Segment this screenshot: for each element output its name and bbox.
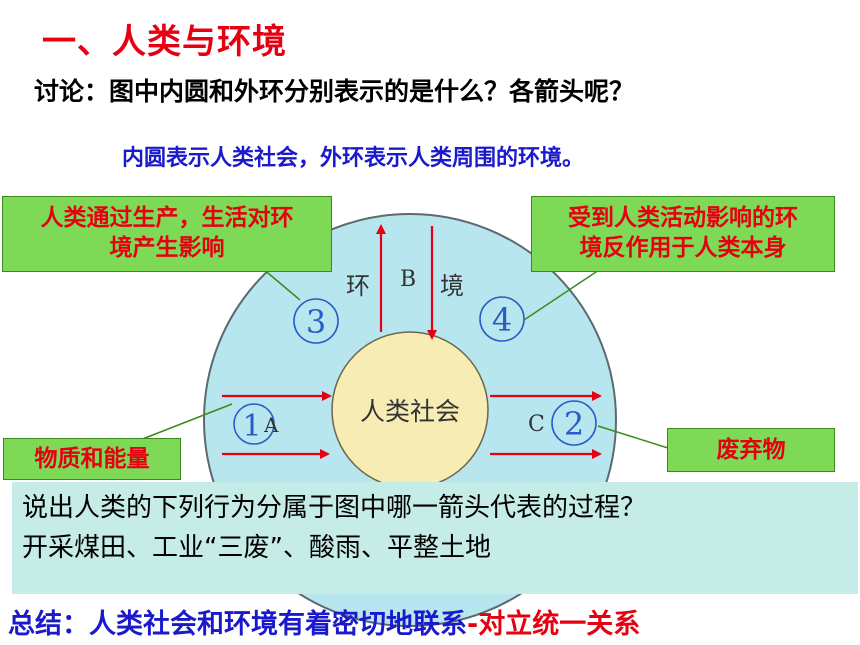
exercise-panel: 说出人类的下列行为分属于图中哪一箭头代表的过程？ 开采煤田、工业“三废”、酸雨、… bbox=[12, 482, 858, 594]
answer-text: 内圆表示人类社会，外环表示人类周围的环境。 bbox=[122, 146, 585, 171]
exercise-question: 说出人类的下列行为分属于图中哪一箭头代表的过程？ bbox=[22, 493, 647, 523]
pointer-bottom-left bbox=[139, 403, 233, 441]
callout-environment-feedback-line2: 境反作用于人类本身 bbox=[579, 235, 787, 261]
inner-circle-label: 人类社会 bbox=[360, 397, 460, 426]
summary-suffix: 对立统一关系 bbox=[478, 609, 641, 640]
summary: 总结：人类社会和环境有着密切地联系-对立统一关系 bbox=[8, 602, 640, 641]
circle-number-4: 4 bbox=[492, 301, 512, 339]
circle-number-3: 3 bbox=[306, 303, 326, 341]
callout-human-impact-line2: 境产生影响 bbox=[109, 235, 225, 261]
section-title: 一、人类与环境 bbox=[42, 22, 287, 62]
exercise-items: 开采煤田、工业“三废”、酸雨、平整土地 bbox=[22, 533, 491, 563]
circle-number-2: 2 bbox=[564, 405, 584, 443]
circle-number-4-ring bbox=[479, 296, 525, 342]
callout-environment-feedback: 受到人类活动影响的环 境反作用于人类本身 bbox=[531, 196, 835, 272]
callout-waste: 废弃物 bbox=[667, 428, 835, 472]
arrow-label-b: B bbox=[400, 267, 416, 292]
callout-matter-energy: 物质和能量 bbox=[3, 438, 181, 480]
pointer-bottom-right bbox=[597, 425, 669, 449]
callout-environment-feedback-line1: 受到人类活动影响的环 bbox=[568, 205, 798, 231]
circle-number-3-ring bbox=[293, 298, 339, 344]
summary-prefix: 总结：人类社会和环境有着密切地联系 bbox=[8, 609, 467, 640]
ring-label-right: 境 bbox=[440, 272, 464, 300]
pointer-top-left bbox=[261, 267, 301, 301]
summary-dash: - bbox=[467, 609, 479, 640]
arrow-label-a: A bbox=[263, 413, 279, 437]
pointer-top-right bbox=[523, 267, 603, 321]
circle-number-1-ring bbox=[233, 403, 275, 445]
callout-human-impact: 人类通过生产，生活对环 境产生影响 bbox=[2, 196, 332, 272]
ring-label-left: 环 bbox=[346, 272, 370, 300]
callout-human-impact-line1: 人类通过生产，生活对环 bbox=[40, 205, 294, 231]
circle-number-2-ring bbox=[551, 400, 597, 446]
arrow-label-c: C bbox=[528, 412, 545, 437]
discussion-question: 讨论：图中内圆和外环分别表示的是什么？各箭头呢？ bbox=[34, 77, 635, 106]
circle-number-1: 1 bbox=[242, 409, 261, 444]
